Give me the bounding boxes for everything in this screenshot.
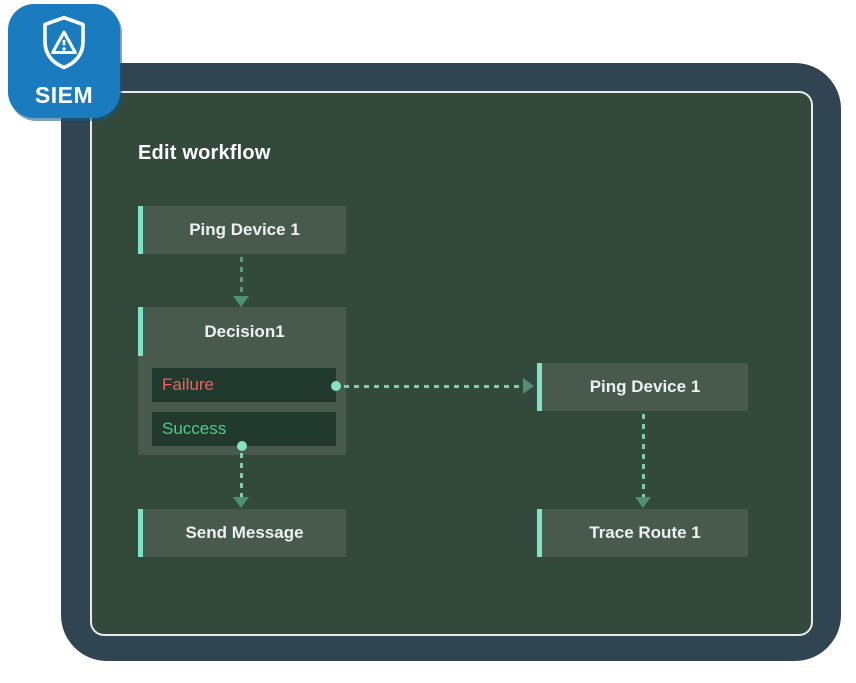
connector-dot bbox=[331, 381, 341, 391]
decision1-header[interactable]: Decision1 bbox=[138, 307, 346, 356]
branch-label: Failure bbox=[162, 375, 214, 394]
branch-failure[interactable]: Failure bbox=[152, 368, 336, 402]
shield-alert-icon bbox=[35, 13, 93, 78]
arrow-right-icon bbox=[523, 378, 534, 394]
node-ping-device-1[interactable]: Ping Device 1 bbox=[138, 206, 346, 254]
branch-label: Success bbox=[162, 419, 227, 438]
connector-success-to-send-message bbox=[240, 453, 243, 497]
siem-badge: SIEM bbox=[8, 4, 120, 118]
connector-ping2-to-trace-route bbox=[642, 414, 645, 497]
connector-ping1-to-decision1 bbox=[240, 257, 243, 297]
connector-failure-to-ping2 bbox=[344, 385, 522, 388]
arrow-down-icon bbox=[635, 497, 651, 508]
node-send-message[interactable]: Send Message bbox=[138, 509, 346, 557]
arrow-down-icon bbox=[233, 296, 249, 307]
node-label: Trace Route 1 bbox=[589, 523, 701, 542]
node-decision1[interactable]: Decision1 Failure Success bbox=[138, 307, 346, 455]
node-label: Ping Device 1 bbox=[189, 220, 300, 239]
node-ping-device-1-right[interactable]: Ping Device 1 bbox=[537, 363, 748, 411]
arrow-down-icon bbox=[233, 497, 249, 508]
branch-success[interactable]: Success bbox=[152, 412, 336, 446]
node-trace-route-1[interactable]: Trace Route 1 bbox=[537, 509, 748, 557]
node-label: Ping Device 1 bbox=[589, 377, 701, 396]
node-label: Decision1 bbox=[204, 321, 285, 341]
connector-dot bbox=[237, 441, 247, 451]
node-label: Send Message bbox=[185, 523, 304, 542]
page-title: Edit workflow bbox=[138, 142, 271, 164]
badge-label: SIEM bbox=[34, 82, 94, 108]
